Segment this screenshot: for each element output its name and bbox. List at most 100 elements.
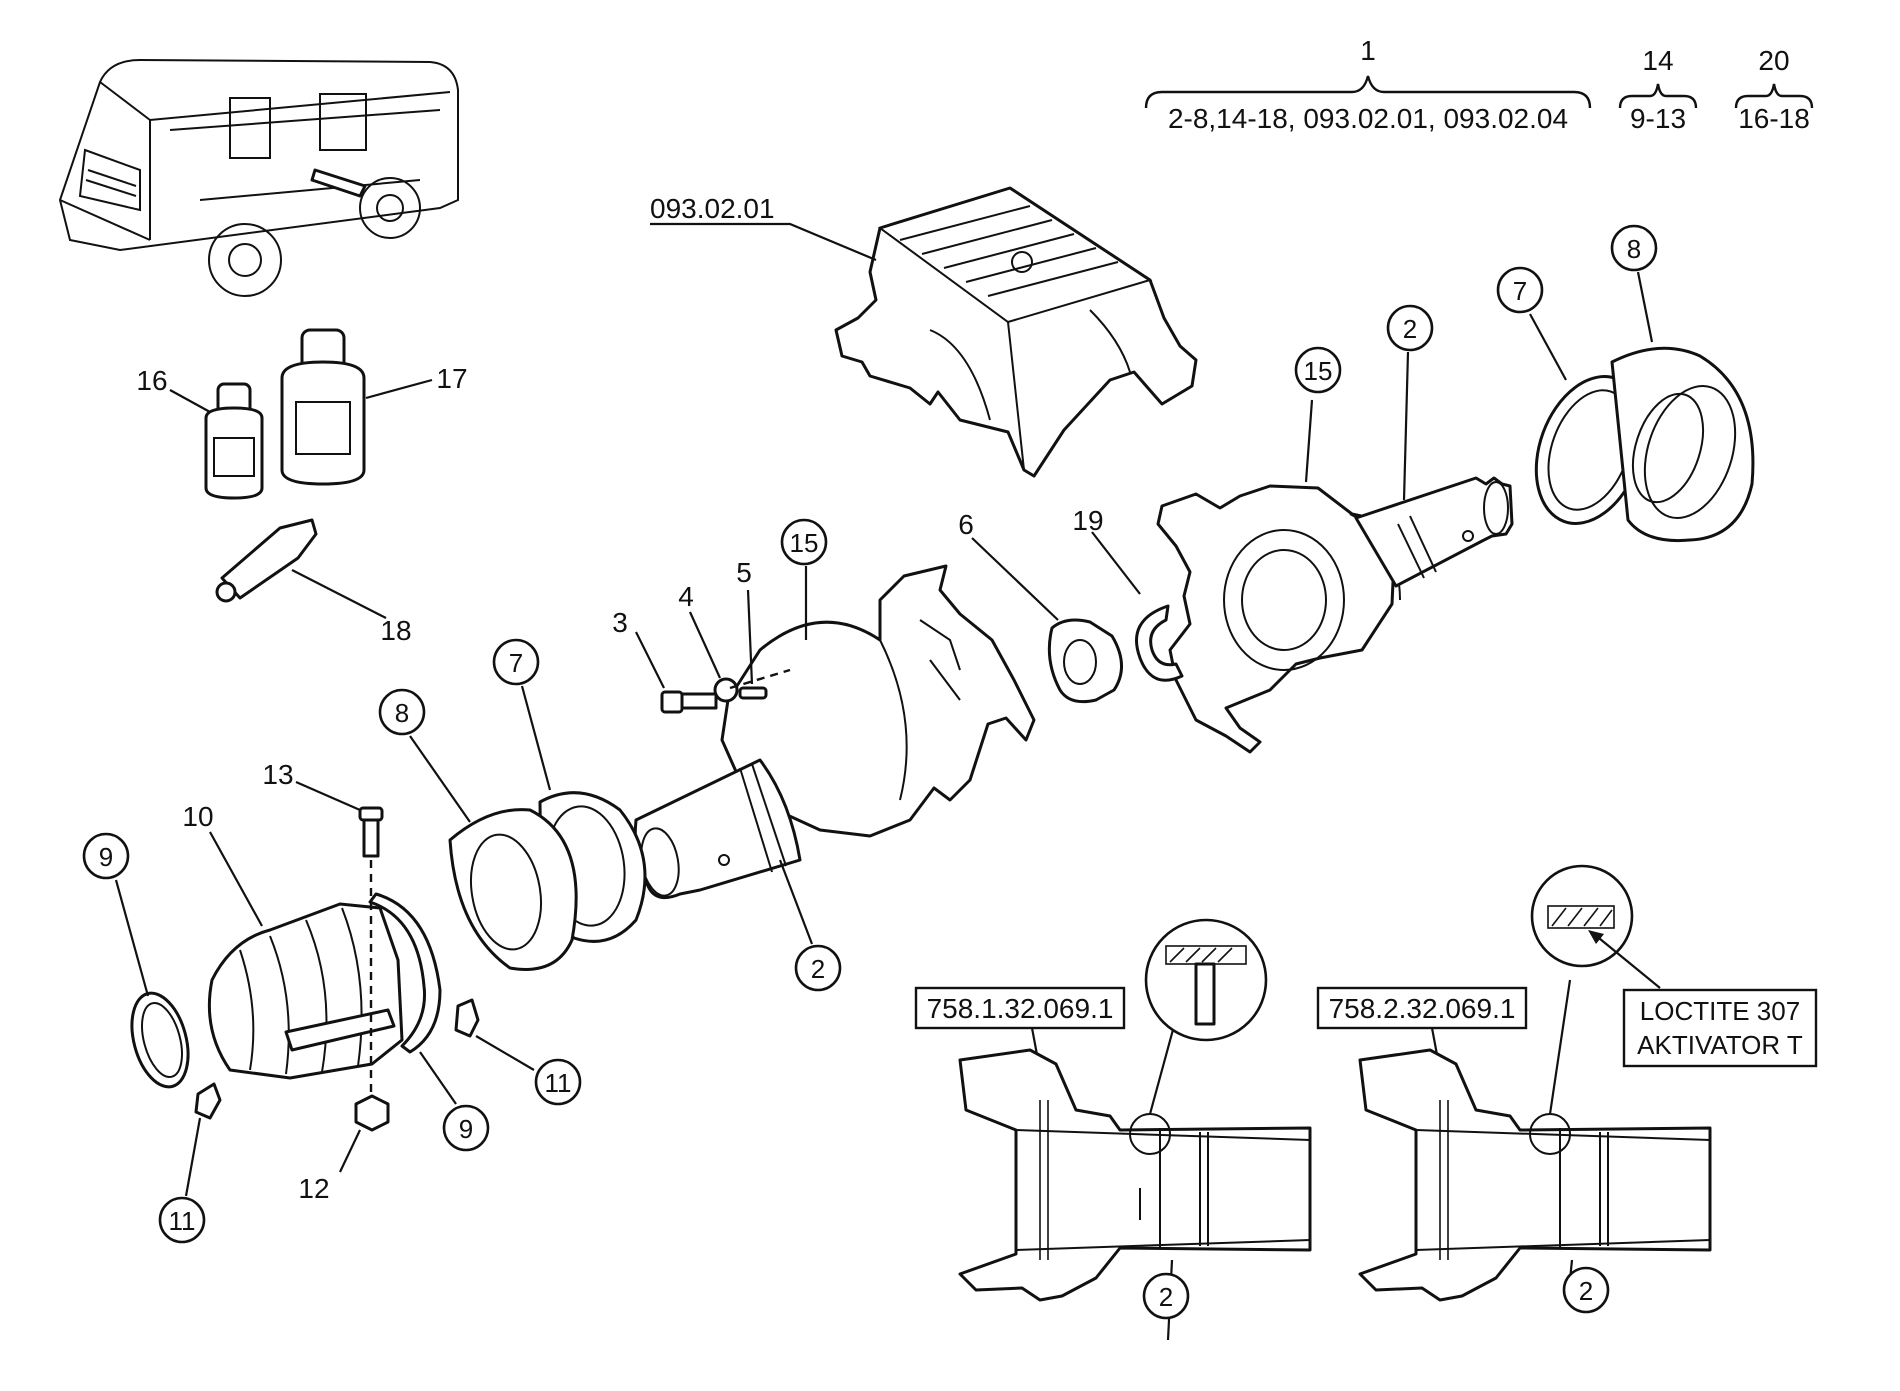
- label-13: 13: [262, 759, 293, 790]
- part-9-clamp-left: [130, 991, 190, 1089]
- leader-11-right: [475, 1035, 535, 1071]
- note-box: [1622, 988, 1818, 1068]
- callout-8-right-text: 8: [1627, 234, 1641, 264]
- callout-8-right: [1610, 224, 1658, 272]
- callout-9-right-text: 9: [459, 1114, 473, 1144]
- housing-093-02-01: [834, 186, 1198, 478]
- part-4-washer: [713, 677, 739, 703]
- callout-7-right: [1496, 266, 1544, 314]
- leader-3: [635, 631, 665, 689]
- callout-8-left-text: 8: [395, 698, 409, 728]
- part-17-bottle-large: [280, 328, 366, 486]
- label-12: 12: [298, 1173, 329, 1204]
- callout-9-left: [82, 832, 130, 880]
- leader-7-left: [520, 685, 552, 791]
- callout-11-left: [158, 1196, 206, 1244]
- callout-9-right: [442, 1104, 490, 1152]
- label-5: 5: [736, 557, 752, 588]
- detail-view-left: 758.1.32.069.1: [914, 918, 1312, 1341]
- leader-10: [209, 831, 263, 927]
- leader-6: [971, 537, 1059, 621]
- leader-16: [169, 389, 211, 413]
- arrow-head: [1588, 930, 1604, 944]
- leader-12: [339, 1129, 361, 1173]
- group-1-brace: [1144, 75, 1592, 109]
- callout-11-left-text: 11: [169, 1206, 196, 1236]
- callout-15-right: [1294, 346, 1342, 394]
- callout-7-left-text: 7: [509, 648, 523, 678]
- part-8-bearing-right: [1610, 346, 1755, 543]
- group-20-range: 16-18: [1738, 103, 1810, 134]
- header-group-20: 20 16-18: [1734, 45, 1814, 134]
- detail-view-right: 758.2.32.069.1 LOCTITE 307 AKTIVATOR T: [1316, 864, 1818, 1302]
- callout-15-right-text: 15: [1304, 356, 1333, 386]
- right-shaft: [1354, 476, 1514, 588]
- leader-19: [1091, 531, 1141, 595]
- callout-2-detail-left: [1142, 1272, 1190, 1320]
- callout-7-left: [492, 638, 540, 686]
- group-20-number: 20: [1758, 45, 1789, 76]
- left-yoke-assembly: [720, 564, 1036, 838]
- vehicle-illustration: [58, 58, 459, 297]
- leader-2-right: [1402, 351, 1410, 501]
- group-1-range: 2-8,14-18, 093.02.01, 093.02.04: [1168, 103, 1568, 134]
- group-20-brace: [1734, 83, 1814, 109]
- callout-11-right: [534, 1058, 582, 1106]
- callout-15-left-text: 15: [790, 528, 819, 558]
- label-18: 18: [380, 615, 411, 646]
- detail-right-label-box: [1316, 986, 1528, 1030]
- header-group-14: 14 9-13: [1618, 45, 1698, 134]
- leader-17: [365, 378, 433, 400]
- part-3-bolt: [660, 690, 718, 714]
- leader-8-right: [1636, 271, 1654, 343]
- leader-2-left: [778, 859, 814, 945]
- callout-2-detail-left-text: 2: [1159, 1282, 1173, 1312]
- leader-13: [295, 780, 361, 812]
- callout-2-left: [794, 944, 842, 992]
- part-16-bottle-small: [204, 382, 264, 500]
- callout-8-left: [378, 688, 426, 736]
- part-8-bearing-left: [448, 808, 578, 971]
- note-line-1: LOCTITE 307: [1640, 996, 1800, 1026]
- callout-15-left: [780, 518, 828, 566]
- callout-9-left-text: 9: [99, 842, 113, 872]
- label-10: 10: [182, 801, 213, 832]
- label-6: 6: [958, 509, 974, 540]
- group-1-number: 1: [1360, 35, 1376, 66]
- label-16: 16: [136, 365, 167, 396]
- label-19: 19: [1072, 505, 1103, 536]
- leader-15-right: [1304, 399, 1314, 483]
- part-11-clip-right: [454, 998, 480, 1038]
- leader-9-right: [419, 1051, 457, 1105]
- right-yoke-assembly: [1156, 484, 1401, 754]
- group-14-number: 14: [1642, 45, 1673, 76]
- label-093-02-01: 093.02.01: [650, 193, 775, 224]
- callout-2-left-text: 2: [811, 954, 825, 984]
- part-10-rubber-boot: [207, 902, 404, 1080]
- part-11-clip-left: [194, 1082, 222, 1120]
- group-14-range: 9-13: [1630, 103, 1686, 134]
- callout-2-right: [1386, 304, 1434, 352]
- leader-8-left: [409, 735, 471, 823]
- part-6-washer: [1047, 618, 1123, 704]
- label-3: 3: [612, 607, 628, 638]
- label-4: 4: [678, 581, 694, 612]
- part-9-clamp-right: [368, 892, 442, 1054]
- detail-left-label: 758.1.32.069.1: [927, 993, 1114, 1024]
- callout-2-right-text: 2: [1403, 314, 1417, 344]
- group-14-brace: [1618, 83, 1698, 109]
- callout-2-detail-right-text: 2: [1579, 1276, 1593, 1306]
- leader-093-02-01: [650, 222, 877, 262]
- header-group-1: 1 2-8,14-18, 093.02.01, 093.02.04: [1144, 35, 1592, 134]
- callout-7-right-text: 7: [1513, 276, 1527, 306]
- leader-18: [291, 569, 387, 619]
- leader-7-right: [1529, 313, 1567, 381]
- leader-11-left: [184, 1117, 202, 1197]
- callout-11-right-text: 11: [545, 1068, 572, 1098]
- leader-5: [746, 589, 754, 685]
- label-17: 17: [436, 363, 467, 394]
- part-12-nut: [354, 1094, 390, 1132]
- detail-left-label-box: [914, 986, 1126, 1030]
- leader-4: [688, 611, 722, 679]
